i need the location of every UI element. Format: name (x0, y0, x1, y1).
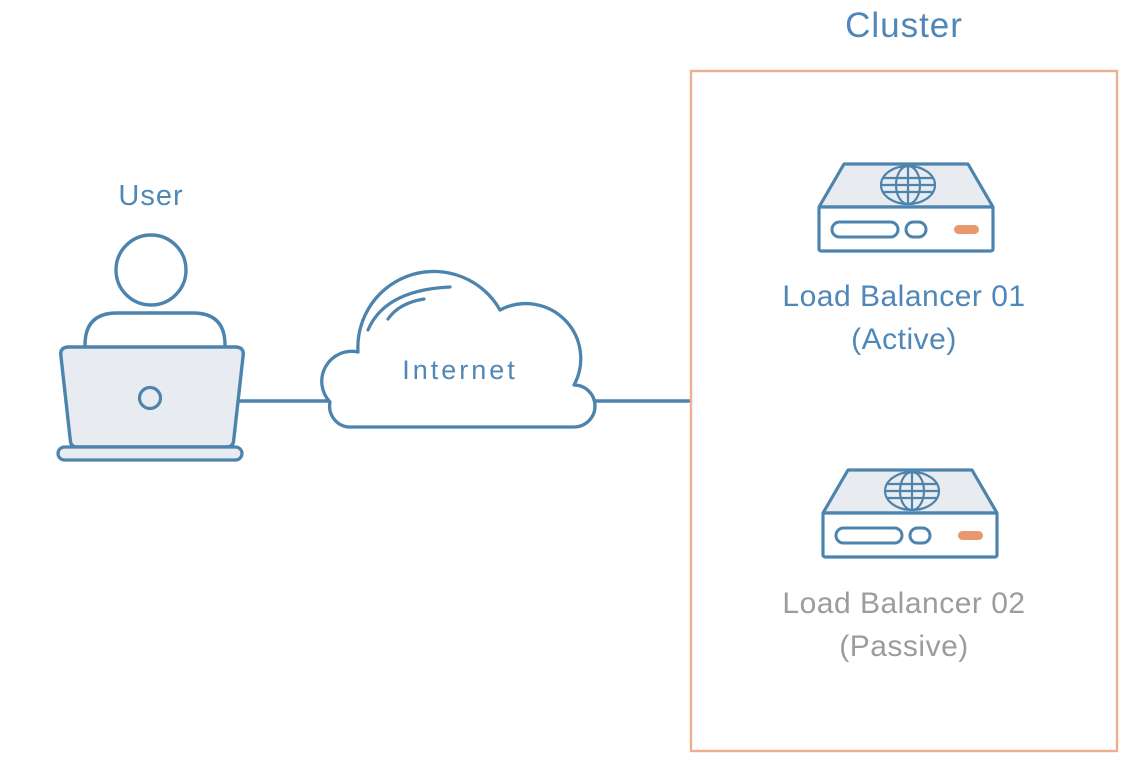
cloud-highlight-arc-short (386, 297, 426, 321)
node-name: Load Balancer 01 (782, 280, 1026, 313)
laptop-icon (56, 345, 245, 462)
laptop-logo-dot (137, 385, 163, 411)
user-label: User (118, 180, 184, 212)
node-name: Load Balancer 02 (782, 587, 1026, 620)
person-head (114, 233, 188, 307)
globe-icon (879, 164, 937, 206)
load-balancer-02-label: Load Balancer 02 (Passive) (690, 582, 1118, 668)
status-led (958, 531, 983, 540)
power-button (904, 220, 928, 239)
node-state: (Active) (851, 323, 957, 357)
user-icon (56, 233, 245, 462)
load-balancer-02-icon (821, 468, 999, 559)
status-led (954, 225, 979, 234)
drive-slot (834, 526, 904, 545)
cluster-title: Cluster (845, 6, 963, 45)
internet-cloud-icon (320, 269, 597, 429)
cloud-highlight-arc-long (366, 285, 452, 332)
power-button (908, 526, 932, 545)
cluster-box (689, 69, 1119, 753)
node-state: (Passive) (839, 630, 969, 664)
globe-icon (883, 470, 941, 512)
cloud-outline (320, 269, 597, 429)
laptop-base (56, 445, 244, 462)
load-balancer-01-icon (817, 162, 995, 253)
load-balancer-01-label: Load Balancer 01 (Active) (690, 275, 1118, 361)
person-body (83, 311, 227, 350)
drive-slot (830, 220, 900, 239)
internet-label: Internet (402, 355, 518, 385)
